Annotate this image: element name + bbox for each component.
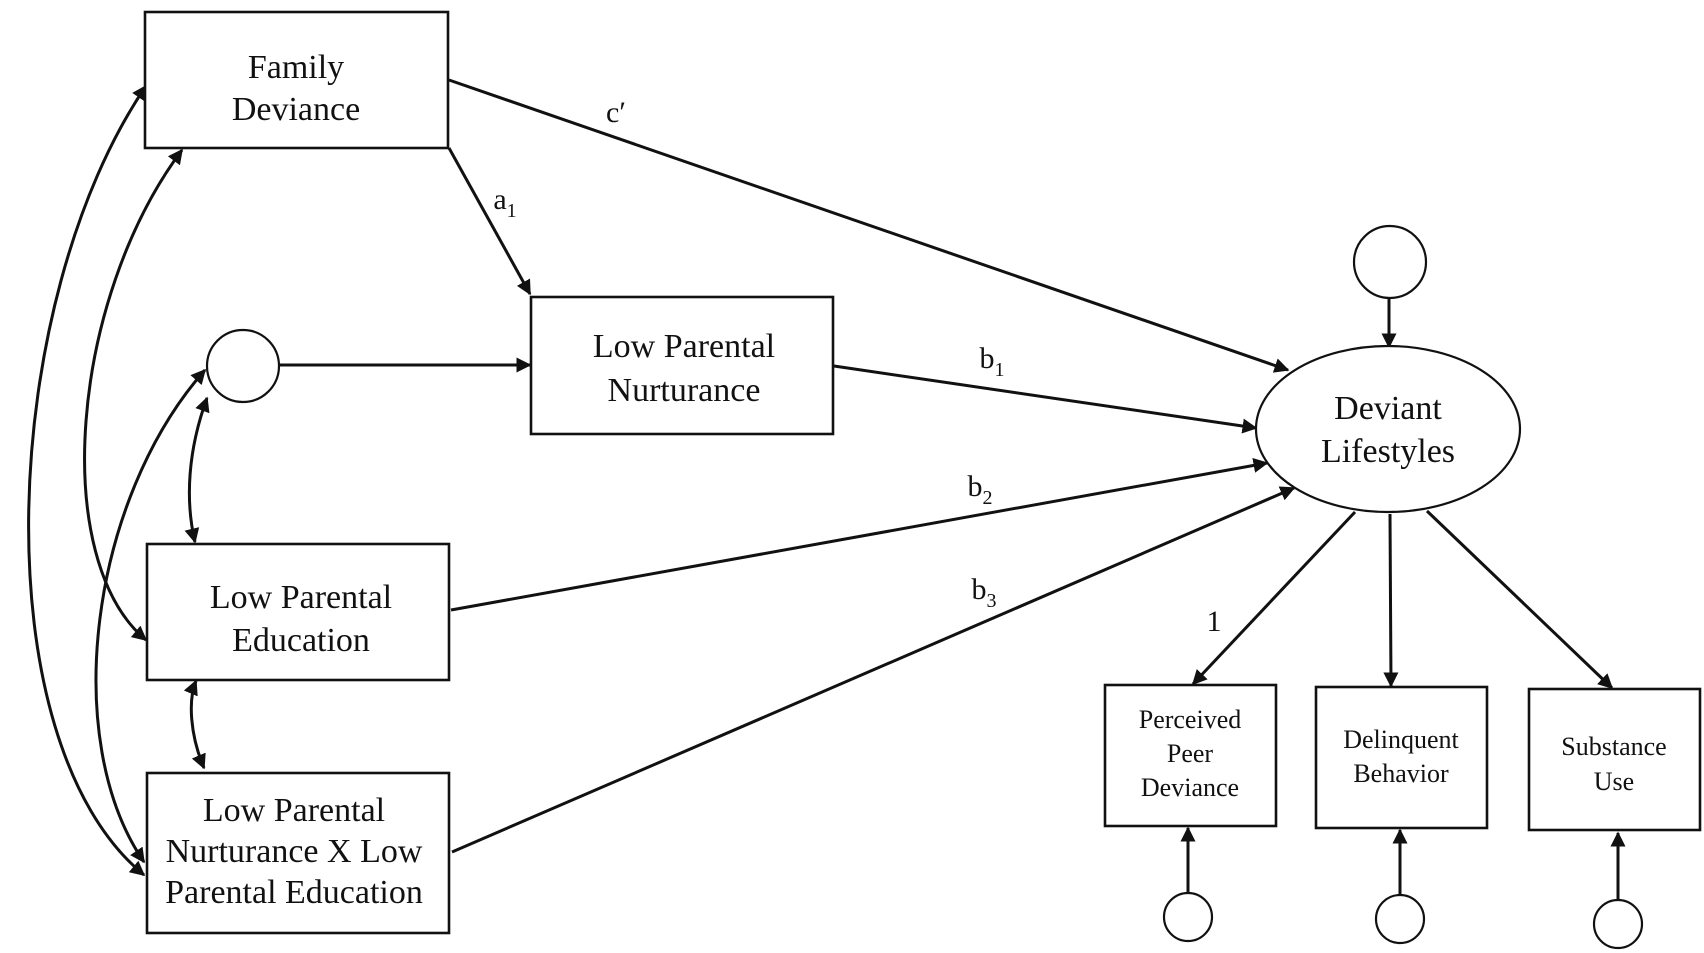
label-a1: a1: [493, 183, 516, 222]
delinquent-line-1: Delinquent: [1343, 725, 1459, 754]
deviant-line-1: Deviant: [1334, 390, 1442, 427]
loading-substance-use: [1425, 509, 1614, 690]
label-a1-base: a: [493, 183, 506, 216]
label-c-prime: c′: [606, 96, 626, 129]
label-b1: b1: [980, 342, 1005, 381]
interaction-line-3: Parental Education: [165, 874, 423, 911]
node-deviant-lifestyles: Deviant Lifestyles: [1254, 344, 1522, 514]
node-perceived-peer-deviance: Perceived Peer Deviance: [1103, 683, 1278, 828]
label-b1-base: b: [980, 342, 995, 375]
label-b3-base: b: [972, 573, 987, 606]
cov-family-education: [83, 148, 184, 642]
residual-circle-perceived: [1162, 891, 1214, 943]
family-deviance-line-2: Deviance: [232, 91, 360, 128]
label-b1-sub: 1: [995, 359, 1005, 381]
substance-line-2: Use: [1594, 767, 1634, 796]
interaction-line-1: Low Parental: [203, 792, 385, 829]
label-b3-sub: 3: [987, 590, 997, 612]
interaction-line-2: Nurturance X Low: [166, 833, 423, 870]
substance-line-1: Substance: [1561, 732, 1666, 761]
delinquent-line-2: Behavior: [1353, 759, 1449, 788]
node-nurturance-x-education: Low Parental Nurturance X Low Parental E…: [145, 771, 451, 935]
node-family-deviance: Family Deviance: [143, 10, 450, 150]
education-line-2: Education: [232, 622, 370, 659]
residual-circle-delinquent: [1374, 893, 1426, 945]
path-b2: [450, 458, 1269, 612]
residual-circle-substance: [1592, 898, 1644, 950]
nurturance-line-1: Low Parental: [593, 328, 775, 365]
nurturance-line-2: Nurturance: [608, 372, 761, 409]
node-low-parental-education: Low Parental Education: [145, 542, 451, 682]
path-b1: [833, 364, 1258, 434]
path-c-prime: [448, 78, 1290, 373]
loading-perceived-peer-deviance: [1191, 510, 1357, 686]
path-a1: [447, 147, 532, 296]
label-b2-base: b: [968, 470, 983, 503]
cov-residual-education: [184, 396, 210, 544]
deviant-line-2: Lifestyles: [1321, 433, 1455, 470]
label-b2-sub: 2: [983, 487, 993, 509]
perceived-line-1: Perceived: [1139, 705, 1242, 734]
cov-family-interaction: [27, 84, 148, 877]
education-line-1: Low Parental: [210, 579, 392, 616]
cov-education-interaction: [183, 679, 206, 770]
node-low-parental-nurturance: Low Parental Nurturance: [529, 295, 835, 436]
label-b3: b3: [972, 573, 997, 612]
loading-delinquent-behavior: [1383, 513, 1399, 688]
node-substance-use: Substance Use: [1527, 687, 1702, 832]
residual-circle-deviant: [1352, 224, 1428, 300]
node-delinquent-behavior: Delinquent Behavior: [1314, 685, 1489, 830]
label-loading-1: 1: [1207, 605, 1222, 638]
label-b2: b2: [968, 470, 993, 509]
residual-circle-nurturance: [205, 328, 281, 404]
path-b3: [451, 486, 1296, 854]
label-a1-sub: 1: [507, 200, 517, 222]
family-deviance-line-1: Family: [248, 49, 344, 86]
perceived-line-2: Peer: [1167, 739, 1214, 768]
perceived-line-3: Deviance: [1141, 773, 1239, 802]
cov-residual-interaction: [94, 368, 207, 864]
